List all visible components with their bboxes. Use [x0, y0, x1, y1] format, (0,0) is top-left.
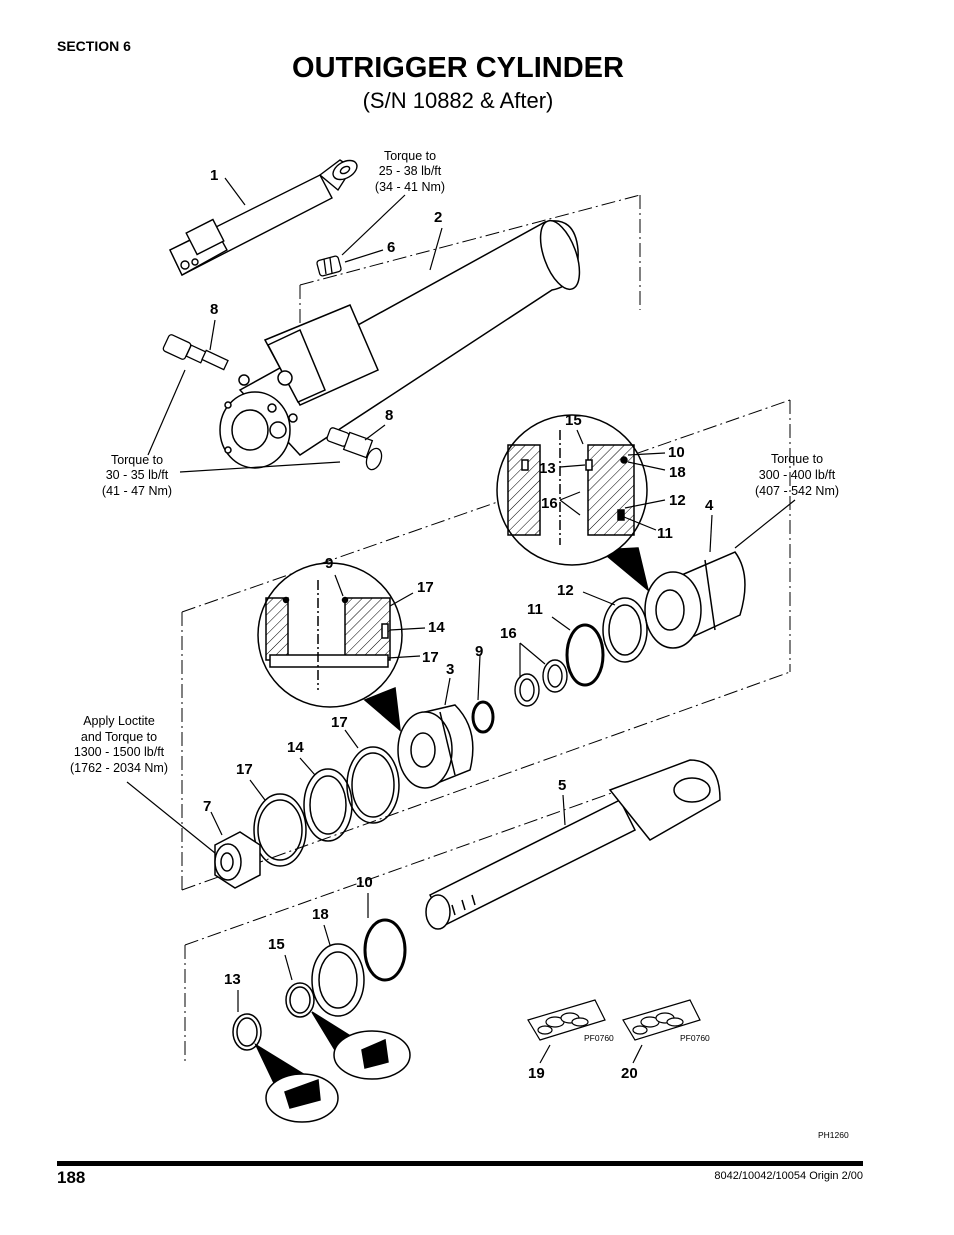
svg-text:Torque to: Torque to [771, 452, 823, 466]
callout-10-detail: 10 [668, 444, 685, 461]
figure-code: PH1260 [818, 1130, 849, 1140]
part-2-barrel [219, 219, 581, 469]
callout-16-detail: 16 [541, 495, 558, 512]
callout-5: 5 [558, 777, 566, 794]
callout-3: 3 [446, 661, 454, 678]
note-loctite: Apply Loctite and Torque to 1300 - 1500 … [70, 714, 168, 775]
part-8-valve-lower [326, 427, 383, 471]
svg-text:Torque to: Torque to [384, 149, 436, 163]
svg-text:(407 - 542 Nm): (407 - 542 Nm) [755, 484, 839, 498]
part-9-o-ring [471, 700, 495, 734]
svg-text:Torque to: Torque to [111, 453, 163, 467]
callout-17-detail-lower: 17 [422, 649, 439, 666]
part-13-ring [232, 1013, 262, 1051]
assembly-guide-lines [181, 194, 791, 1065]
page-subtitle: (S/N 10882 & After) [362, 88, 554, 113]
note-torque-right: Torque to 300 - 400 lb/ft (407 - 542 Nm) [755, 452, 839, 498]
callout-13: 13 [224, 971, 241, 988]
callout-12-detail: 12 [669, 492, 686, 509]
callout-6: 6 [387, 239, 395, 256]
part-4-cylinder-head [644, 551, 746, 649]
part-8-valve-upper [162, 334, 229, 371]
callout-18: 18 [312, 906, 329, 923]
svg-text:(34 - 41 Nm): (34 - 41 Nm) [375, 180, 445, 194]
callout-15: 15 [268, 936, 285, 953]
detail-circle-head [496, 414, 650, 593]
part-18-ring [311, 943, 365, 1017]
svg-text:Apply Loctite: Apply Loctite [83, 714, 155, 728]
kit-code-20: PF0760 [680, 1033, 710, 1043]
part-5-rod [425, 759, 721, 930]
part-6-fitting [316, 255, 342, 277]
svg-text:(1762 - 2034 Nm): (1762 - 2034 Nm) [70, 761, 168, 775]
callout-1: 1 [210, 167, 218, 184]
leader-lines [126, 177, 796, 1064]
page-title: OUTRIGGER CYLINDER [292, 52, 624, 84]
part-19-seal-kit [527, 999, 606, 1041]
part-17-ring-lower [253, 793, 307, 867]
part-1-cylinder-assembly [169, 159, 358, 276]
part-7-nut [214, 831, 261, 889]
callout-10: 10 [356, 874, 373, 891]
svg-text:1300 - 1500 lb/ft: 1300 - 1500 lb/ft [74, 745, 165, 759]
callout-18-detail: 18 [669, 464, 686, 481]
callout-17-detail-upper: 17 [417, 579, 434, 596]
callout-9-detail: 9 [325, 555, 333, 572]
svg-text:(41 - 47 Nm): (41 - 47 Nm) [102, 484, 172, 498]
part-17-ring-upper [346, 746, 400, 824]
part-14-ring [303, 768, 353, 842]
part-16-bushings [514, 659, 568, 707]
callout-8-lower: 8 [385, 407, 393, 424]
callout-11-detail: 11 [657, 525, 673, 542]
callout-14: 14 [287, 739, 304, 756]
callout-20: 20 [621, 1065, 638, 1082]
callout-9: 9 [475, 643, 483, 660]
note-torque-top: Torque to 25 - 38 lb/ft (34 - 41 Nm) [375, 149, 445, 194]
note-torque-left: Torque to 30 - 35 lb/ft (41 - 47 Nm) [102, 453, 172, 498]
kit-code-19: PF0760 [584, 1033, 614, 1043]
document-code: 8042/10042/10054 Origin 2/00 [714, 1170, 863, 1182]
callout-4: 4 [705, 497, 714, 514]
callout-8-upper: 8 [210, 301, 218, 318]
part-15-ring [285, 982, 315, 1018]
callout-12: 12 [557, 582, 574, 599]
callout-17-upper: 17 [331, 714, 348, 731]
callout-14-detail: 14 [428, 619, 445, 636]
svg-text:25 - 38 lb/ft: 25 - 38 lb/ft [379, 164, 442, 178]
page-number: 188 [57, 1168, 86, 1187]
svg-text:30 - 35 lb/ft: 30 - 35 lb/ft [106, 468, 169, 482]
callout-19: 19 [528, 1065, 545, 1082]
detail-circle-ring-13 [254, 1043, 339, 1123]
part-3-piston [397, 704, 474, 789]
callout-15-detail: 15 [565, 412, 582, 429]
callout-17-lower: 17 [236, 761, 253, 778]
svg-text:and Torque to: and Torque to [81, 730, 157, 744]
callout-16: 16 [500, 625, 517, 642]
part-20-seal-kit [622, 999, 701, 1041]
footer-rule [57, 1161, 863, 1166]
svg-text:300 - 400 lb/ft: 300 - 400 lb/ft [759, 468, 836, 482]
section-label: SECTION 6 [57, 38, 131, 54]
callout-2: 2 [434, 209, 442, 226]
detail-circle-ring-15 [311, 1011, 411, 1080]
callout-7: 7 [203, 798, 211, 815]
callout-11: 11 [527, 601, 543, 618]
part-11-o-ring [565, 623, 605, 687]
callout-13-detail: 13 [539, 460, 556, 477]
part-12-ring [602, 597, 648, 663]
part-10-o-ring [363, 918, 407, 982]
detail-circle-piston [257, 562, 403, 732]
